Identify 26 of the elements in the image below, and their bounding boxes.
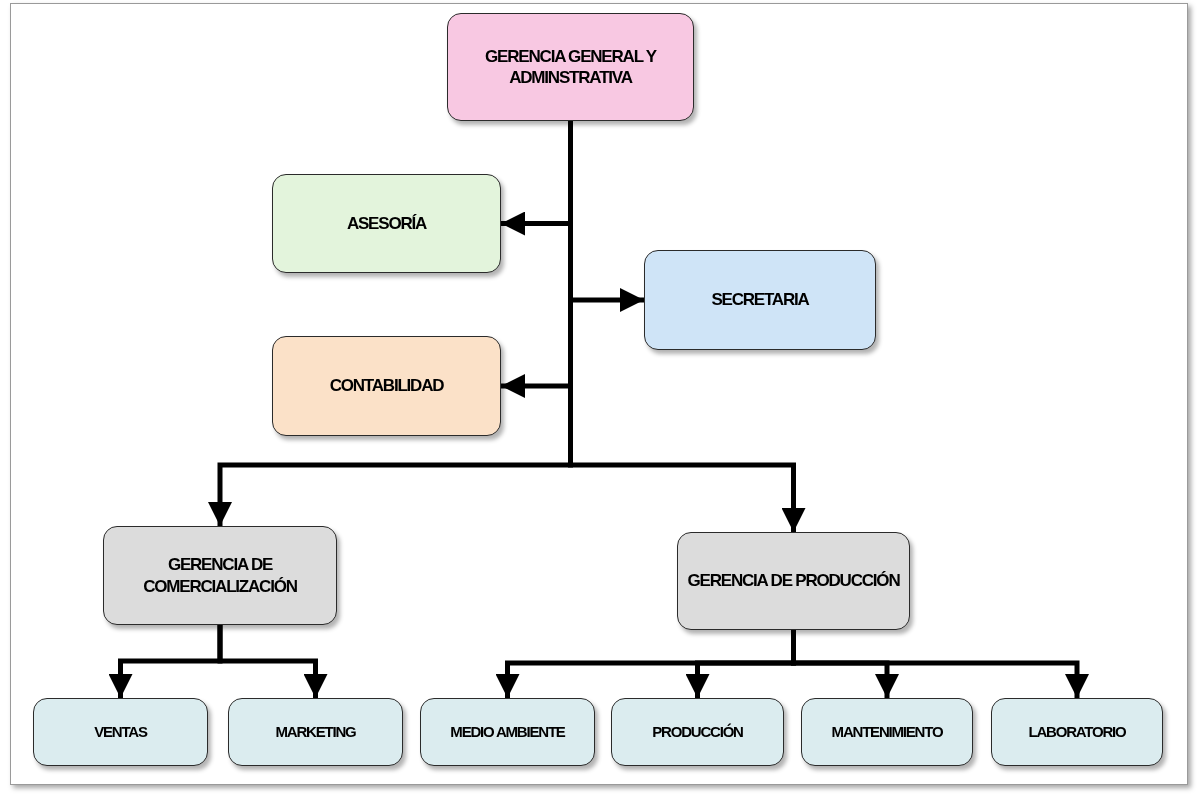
org-box bbox=[33, 698, 208, 766]
org-box bbox=[228, 698, 403, 766]
org-box bbox=[447, 13, 694, 121]
box-label: PRODUCCIÓN bbox=[652, 722, 743, 742]
org-box bbox=[272, 336, 501, 436]
box-label: MANTENIMIENTO bbox=[831, 722, 943, 742]
box-label: VENTAS bbox=[94, 722, 147, 742]
box-label: MEDIO AMBIENTE bbox=[450, 722, 565, 742]
box-label: GERENCIA DE PRODUCCIÓN bbox=[687, 570, 900, 592]
arrow bbox=[217, 625, 328, 698]
org-box bbox=[801, 698, 973, 766]
arrow bbox=[791, 630, 1089, 698]
box-label: LABORATORIO bbox=[1028, 722, 1126, 742]
org-box bbox=[272, 174, 501, 273]
org-box bbox=[677, 532, 910, 630]
org-box bbox=[991, 698, 1163, 766]
box-label: CONTABILIDAD bbox=[329, 375, 444, 397]
org-box bbox=[644, 250, 876, 350]
box-label: GERENCIA DE COMERCIALIZACIÓN bbox=[142, 554, 298, 597]
org-box bbox=[103, 526, 337, 625]
org-box bbox=[420, 698, 595, 766]
box-label: MARKETING bbox=[275, 722, 356, 742]
org-box bbox=[611, 698, 784, 766]
box-label: SECRETARIA bbox=[711, 289, 809, 311]
box-label: ASESORÍA bbox=[346, 212, 427, 235]
box-label: GERENCIA GENERAL Y ADMINSTRATIVA bbox=[484, 45, 658, 89]
